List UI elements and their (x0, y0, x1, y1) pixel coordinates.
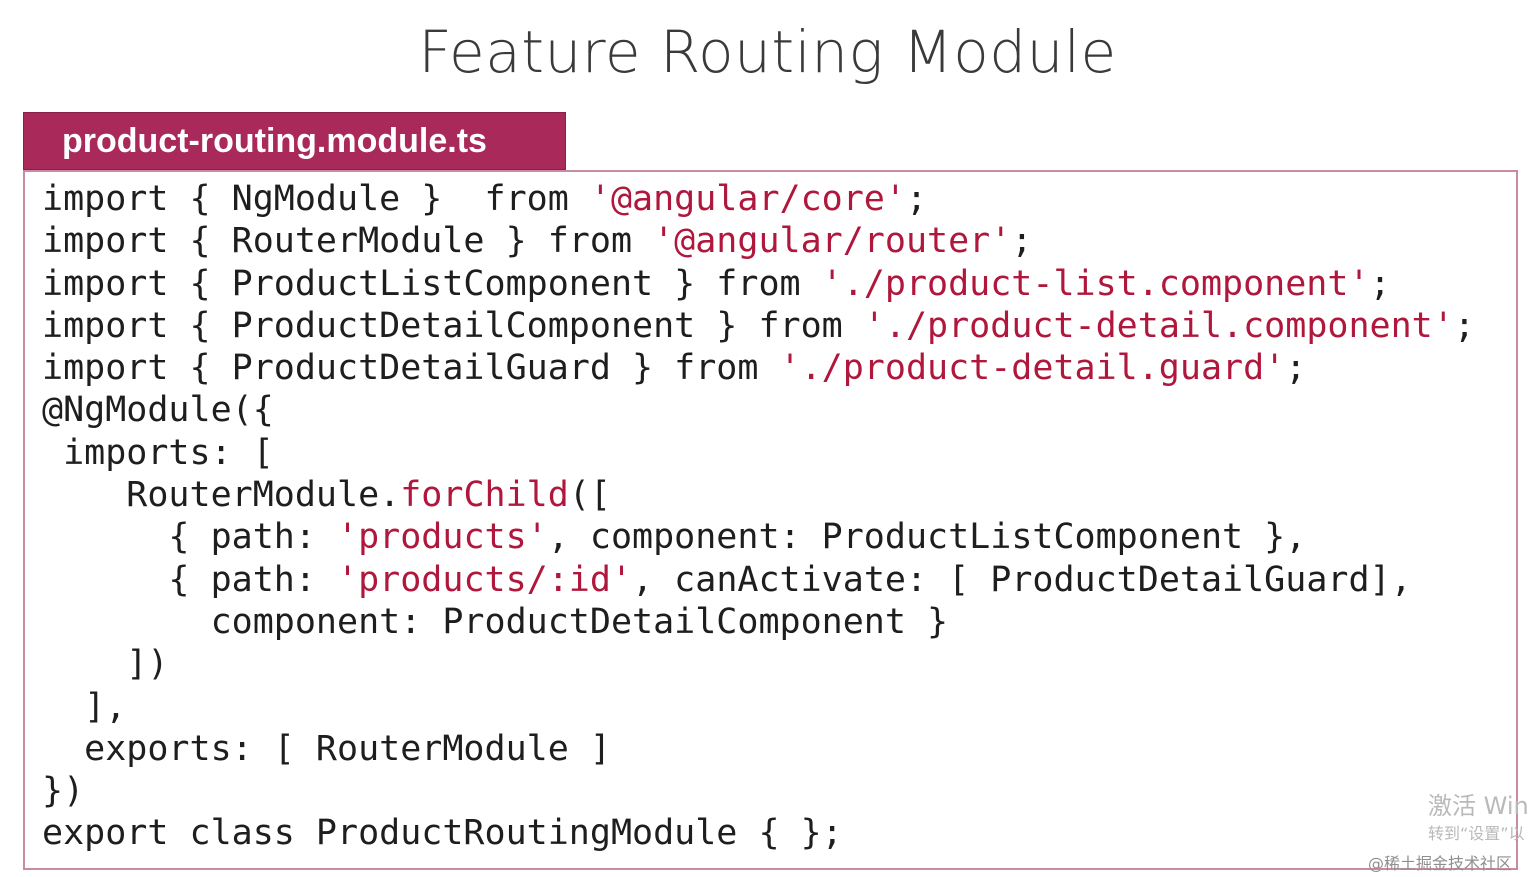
code-block: import { NgModule } from '@angular/core'… (42, 178, 1475, 855)
code-line: exports: [ RouterModule ] (42, 728, 1475, 770)
code-token: exports: [ RouterModule ] (42, 728, 611, 769)
activate-windows-hint: 转到“设置”以 (1428, 824, 1525, 843)
code-token: ], (42, 686, 127, 727)
code-token: { path: (42, 559, 338, 600)
code-token: import { ProductDetailComponent } from (42, 305, 864, 346)
code-token: RouterModule. (42, 475, 401, 516)
code-line: import { NgModule } from '@angular/core'… (42, 178, 1475, 220)
code-string-token: './product-detail.guard' (779, 348, 1286, 389)
code-token: ; (1011, 221, 1033, 262)
code-token: ([ (568, 475, 611, 516)
code-method-token: forChild (400, 475, 569, 516)
code-token: import { ProductListComponent } from (42, 263, 822, 304)
code-line: ], (42, 686, 1475, 728)
code-line: import { RouterModule } from '@angular/r… (42, 220, 1475, 262)
code-line: { path: 'products', component: ProductLi… (42, 516, 1475, 558)
code-token: ]) (42, 644, 169, 685)
code-token: , component: ProductListComponent }, (547, 517, 1307, 558)
code-token: { path: (42, 517, 338, 558)
code-line: ]) (42, 643, 1475, 685)
activate-windows-title: 激活 Win (1428, 792, 1529, 820)
code-token: import { ProductDetailGuard } from (42, 348, 780, 389)
code-string-token: './product-detail.component' (863, 305, 1454, 346)
code-line: export class ProductRoutingModule { }; (42, 812, 1475, 854)
code-line: component: ProductDetailComponent } (42, 601, 1475, 643)
code-token: export class ProductRoutingModule { }; (42, 813, 843, 854)
code-string-token: 'products/:id' (337, 559, 633, 600)
slide-title: Feature Routing Module (418, 18, 1117, 86)
code-line: { path: 'products/:id', canActivate: [ P… (42, 559, 1475, 601)
code-string-token: './product-list.component' (821, 263, 1370, 304)
code-token: }) (42, 771, 85, 812)
code-token: ; (1369, 263, 1391, 304)
code-line: import { ProductDetailComponent } from '… (42, 305, 1475, 347)
file-name-tab: product-routing.module.ts (23, 112, 566, 170)
code-line: import { ProductDetailGuard } from './pr… (42, 347, 1475, 389)
code-token: imports: [ (42, 432, 274, 473)
code-token: @NgModule({ (42, 390, 274, 431)
code-string-token: 'products' (337, 517, 548, 558)
code-string-token: '@angular/core' (589, 179, 906, 219)
code-block-frame (23, 170, 1518, 870)
site-credit-watermark: @稀土掘金技术社区 (1368, 854, 1513, 873)
code-line: @NgModule({ (42, 389, 1475, 431)
code-line: RouterModule.forChild([ (42, 474, 1475, 516)
code-string-token: '@angular/router' (653, 221, 1012, 262)
code-token: component: ProductDetailComponent } (42, 601, 949, 642)
code-line: imports: [ (42, 432, 1475, 474)
code-token: ; (905, 179, 928, 219)
code-token: ; (1453, 305, 1475, 346)
code-token: import { NgModule } from (42, 179, 590, 219)
code-token: ; (1285, 348, 1307, 389)
code-line: import { ProductListComponent } from './… (42, 263, 1475, 305)
code-token: import { RouterModule } from (42, 221, 654, 262)
code-line: }) (42, 770, 1475, 812)
code-token: , canActivate: [ ProductDetailGuard], (632, 559, 1412, 600)
